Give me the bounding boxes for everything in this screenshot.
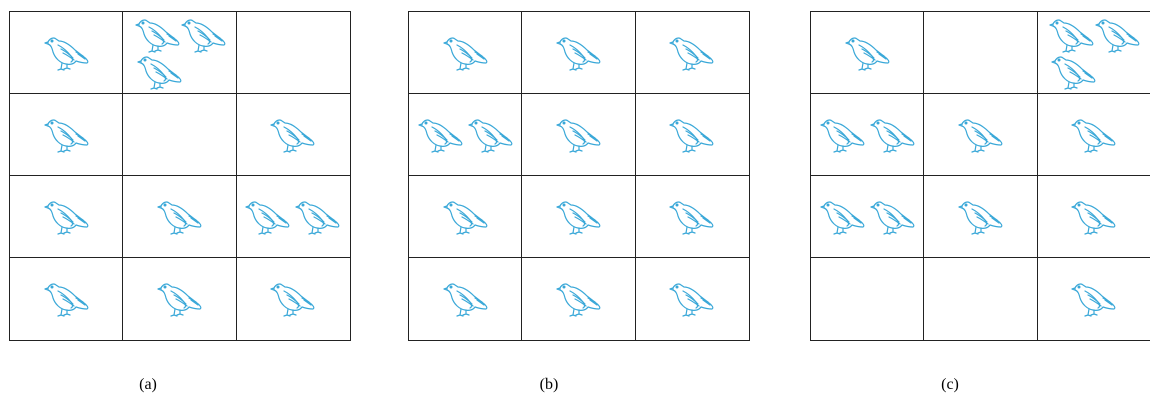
pigeon-icon	[819, 114, 867, 156]
pigeon-icon	[668, 278, 716, 320]
pigeonhole-cell	[236, 94, 350, 176]
pigeonhole-cell	[237, 258, 350, 340]
panel-c	[810, 11, 1150, 341]
pigeon-icon	[467, 114, 515, 156]
pigeonhole-cell	[924, 176, 1038, 258]
pigeon-icon	[1094, 14, 1142, 56]
pigeonhole-cell	[10, 176, 124, 258]
pigeon-icon	[869, 114, 917, 156]
pigeon-icon	[555, 114, 603, 156]
pigeon-icon	[555, 196, 603, 238]
pigeonhole-cell	[409, 258, 523, 340]
pigeonhole-cell	[10, 258, 124, 340]
pigeonhole-cell	[522, 176, 636, 258]
pigeon-icon	[156, 278, 204, 320]
pigeonhole-cell	[1038, 258, 1150, 340]
pigeon-icon	[43, 32, 91, 74]
pigeon-icon	[442, 278, 490, 320]
pigeon-icon	[1070, 196, 1118, 238]
pigeon-icon	[156, 196, 204, 238]
pigeonhole-cell	[123, 176, 237, 258]
pigeon-icon	[294, 196, 342, 238]
pigeon-icon	[1048, 14, 1096, 56]
pigeonhole-cell	[123, 94, 237, 176]
pigeonhole-cell	[1037, 12, 1150, 94]
panel-caption: (b)	[539, 376, 559, 393]
pigeon-icon	[134, 14, 182, 56]
pigeon-icon	[668, 32, 716, 74]
panel-caption: (c)	[941, 376, 959, 393]
pigeonhole-cell	[636, 258, 749, 340]
pigeonhole-cell	[409, 176, 523, 258]
pigeonhole-grid	[9, 11, 351, 341]
pigeonhole-cell	[635, 176, 749, 258]
pigeonhole-cell	[522, 258, 636, 340]
pigeonhole-cell	[924, 12, 1038, 94]
pigeon-icon	[844, 32, 892, 74]
pigeonhole-cell	[811, 12, 925, 94]
pigeonhole-cell	[522, 94, 636, 176]
pigeonhole-cell	[924, 94, 1038, 176]
pigeon-icon	[668, 196, 716, 238]
pigeon-icon	[269, 278, 317, 320]
pigeonhole-cell	[236, 12, 350, 94]
pigeon-icon	[442, 32, 490, 74]
pigeon-icon	[269, 114, 317, 156]
pigeon-icon	[43, 196, 91, 238]
pigeonhole-cell	[635, 12, 749, 94]
panel-b	[408, 11, 750, 341]
panel-a	[9, 11, 351, 341]
pigeonhole-cell	[123, 12, 237, 94]
pigeon-icon	[180, 14, 228, 56]
pigeonhole-cell	[811, 176, 925, 258]
pigeon-icon	[136, 51, 184, 93]
pigeon-icon	[442, 196, 490, 238]
pigeon-icon	[1070, 114, 1118, 156]
pigeonhole-cell	[409, 94, 523, 176]
pigeon-icon	[957, 196, 1005, 238]
pigeon-icon	[1050, 51, 1098, 93]
pigeonhole-cell	[811, 258, 925, 340]
pigeon-icon	[668, 114, 716, 156]
pigeonhole-cell	[10, 12, 124, 94]
pigeonhole-cell	[409, 12, 523, 94]
pigeonhole-cell	[1037, 176, 1150, 258]
pigeon-icon	[555, 278, 603, 320]
pigeonhole-grid	[408, 11, 750, 341]
pigeonhole-cell	[924, 258, 1038, 340]
pigeonhole-cell	[236, 176, 350, 258]
pigeonhole-cell	[522, 12, 636, 94]
pigeon-icon	[869, 196, 917, 238]
panel-caption: (a)	[139, 376, 157, 393]
pigeon-icon	[43, 114, 91, 156]
pigeon-icon	[957, 114, 1005, 156]
pigeon-icon	[43, 278, 91, 320]
pigeonhole-cell	[10, 94, 124, 176]
pigeon-icon	[244, 196, 292, 238]
pigeon-icon	[1070, 278, 1118, 320]
pigeon-icon	[819, 196, 867, 238]
pigeonhole-cell	[811, 94, 925, 176]
pigeon-icon	[555, 32, 603, 74]
pigeon-icon	[417, 114, 465, 156]
pigeonhole-cell	[123, 258, 237, 340]
pigeonhole-grid	[810, 11, 1150, 341]
pigeonhole-cell	[635, 94, 749, 176]
pigeonhole-cell	[1037, 94, 1150, 176]
